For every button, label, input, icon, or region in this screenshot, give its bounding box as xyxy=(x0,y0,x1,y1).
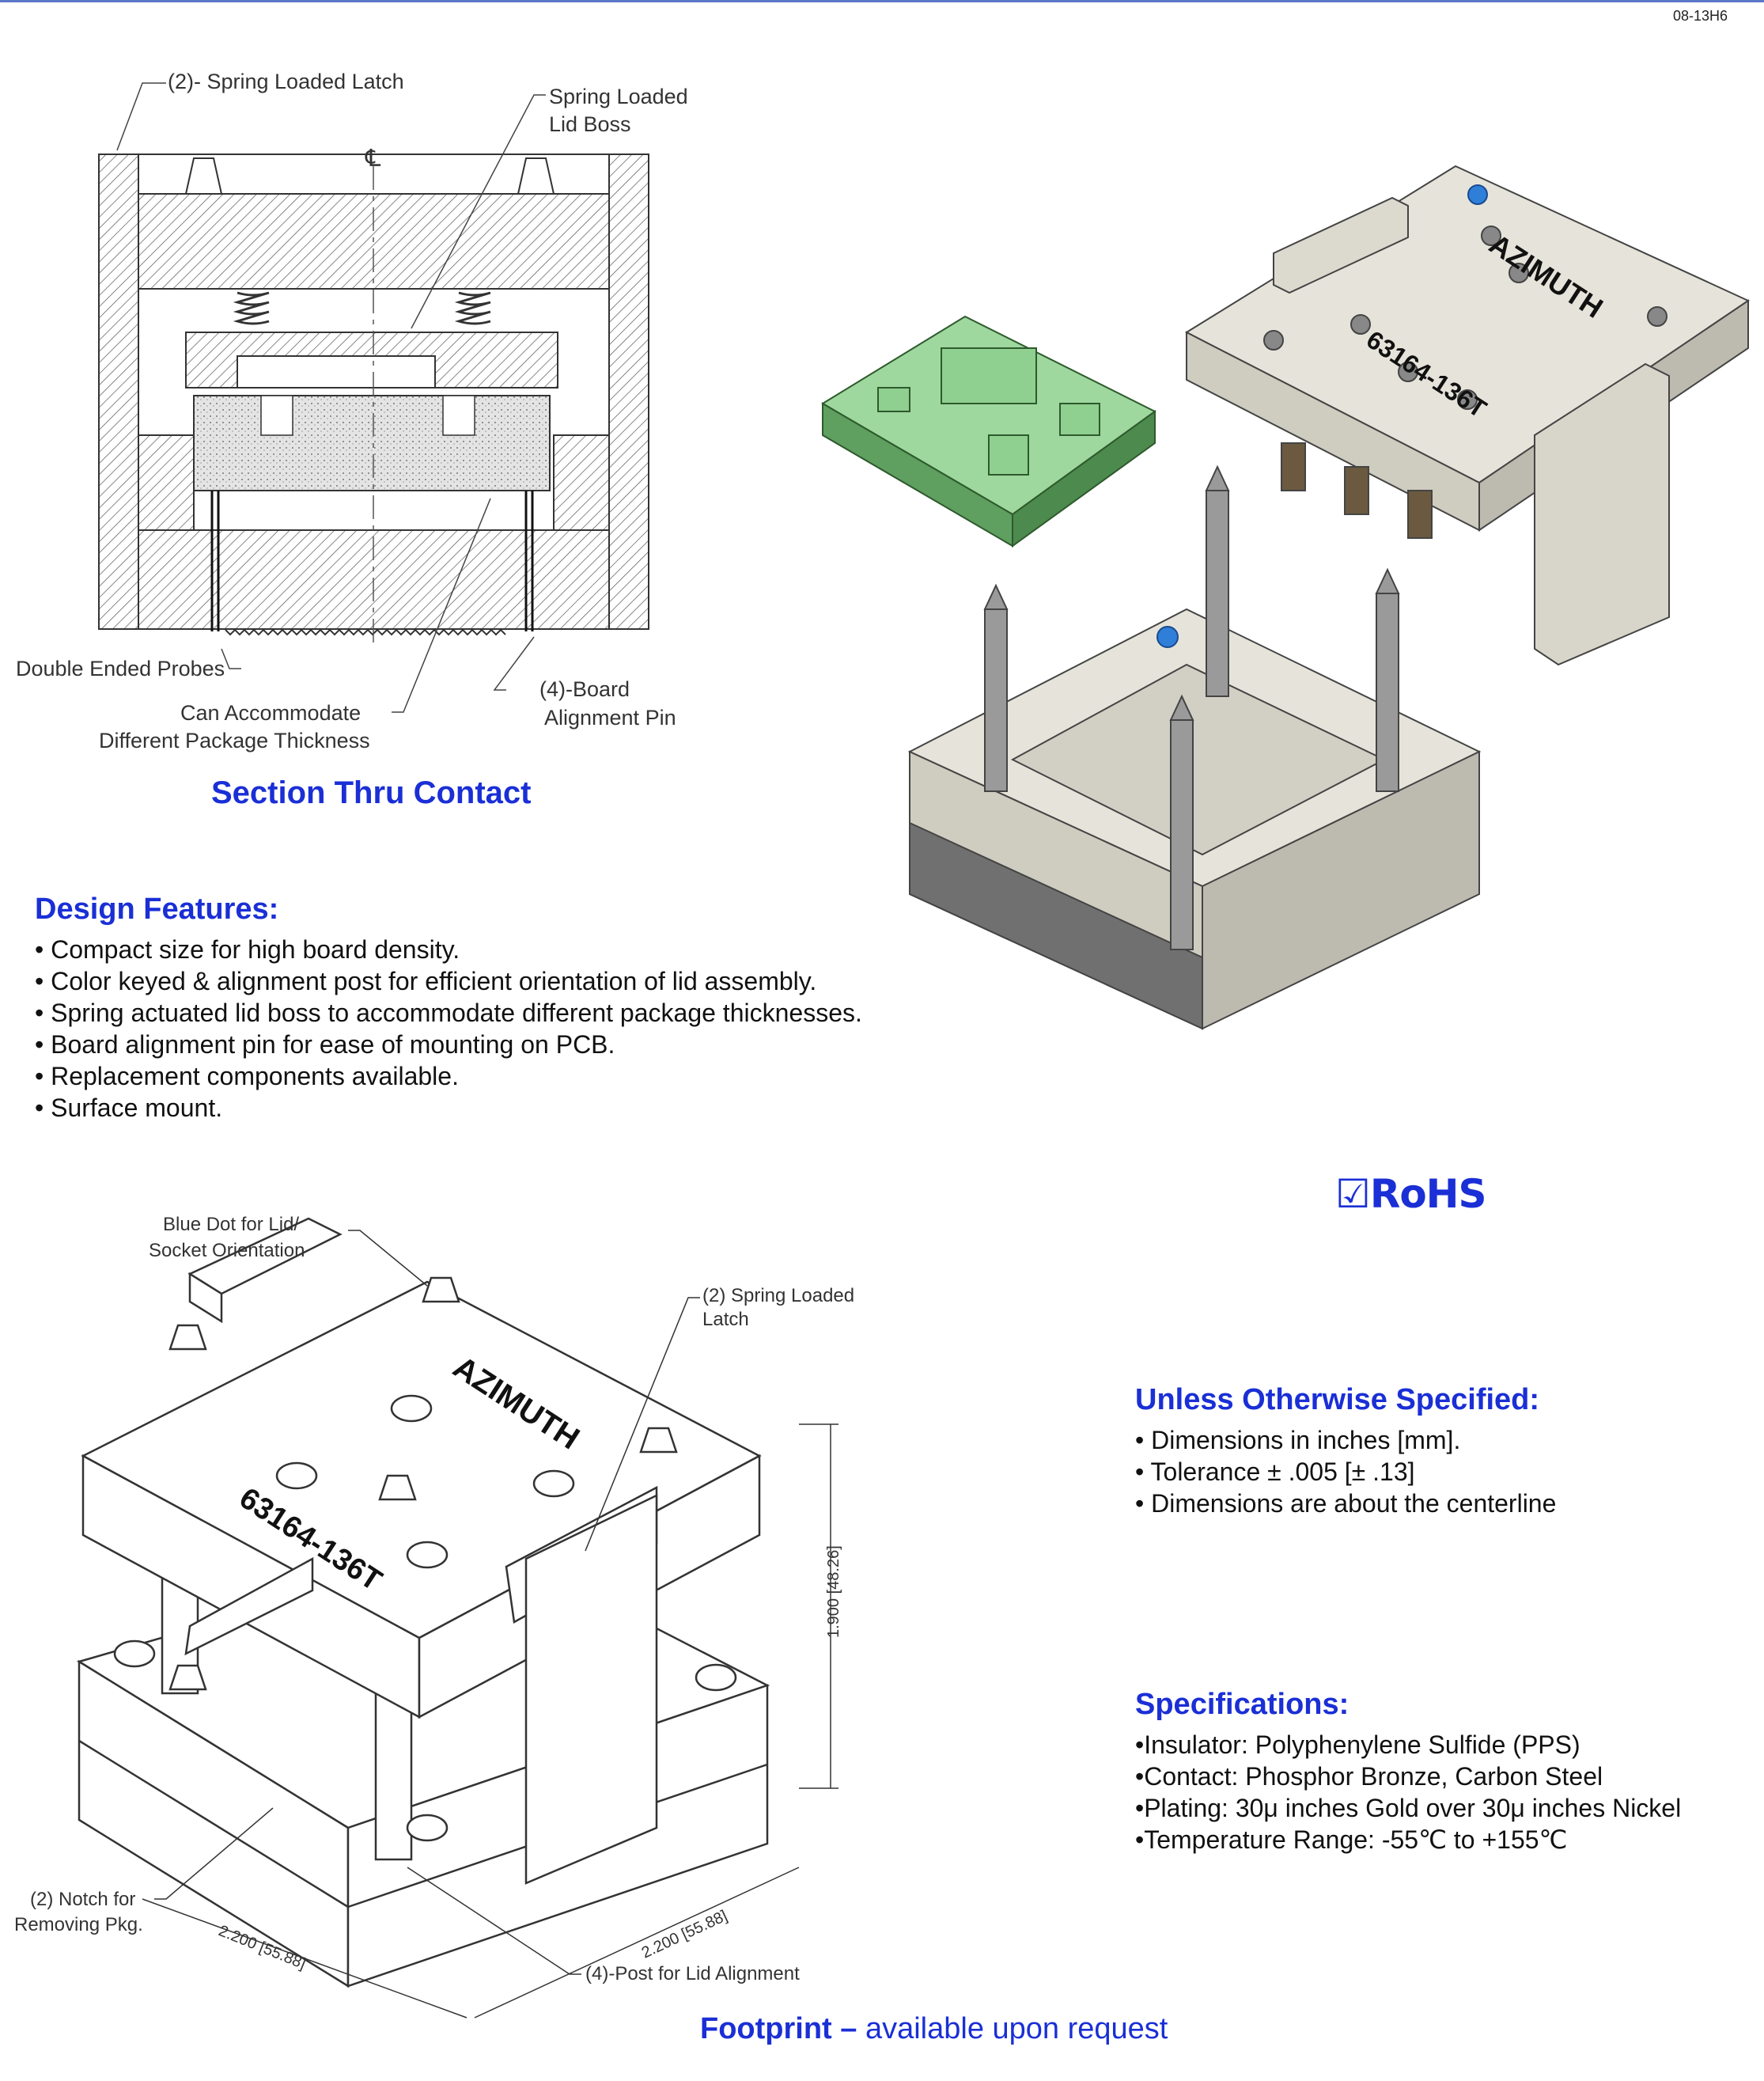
callout-accommodate-2: Different Package Thickness xyxy=(99,729,370,752)
spring-right xyxy=(454,291,491,325)
list-item: Dimensions in inches [mm]. xyxy=(1135,1424,1556,1456)
spring-left xyxy=(233,291,270,325)
list-item: Dimensions are about the centerline xyxy=(1135,1488,1556,1519)
callout-blue-dot-1: Blue Dot for Lid/ xyxy=(163,1214,299,1235)
list-item: Temperature Range: -55℃ to +155℃ xyxy=(1135,1824,1681,1855)
lid-assembly xyxy=(1184,165,1751,666)
callout-accommodate-1: Can Accommodate xyxy=(180,701,361,725)
list-item: Contact: Phosphor Bronze, Carbon Steel xyxy=(1135,1761,1681,1792)
callout-post: (4)-Post for Lid Alignment xyxy=(585,1963,800,1984)
footprint-note: available upon request xyxy=(865,2012,1168,2045)
callout-lid-boss-1: Spring Loaded xyxy=(549,85,688,108)
callout-blue-dot-2: Socket Orientation xyxy=(149,1240,305,1261)
top-rule xyxy=(0,0,1764,2)
design-features-list: Compact size for high board density. Col… xyxy=(35,934,862,1124)
dim-height: 1.900 [48.26] xyxy=(825,1545,842,1638)
design-features-heading: Design Features: xyxy=(35,893,279,926)
unless-specified-list: Dimensions in inches [mm]. Tolerance ± .… xyxy=(1135,1424,1557,1519)
footprint-line: Footprint – available upon request xyxy=(700,2012,1168,2046)
callout-notch-1: (2) Notch for xyxy=(30,1889,135,1910)
callout-board-pin-1: (4)-Board xyxy=(539,677,630,701)
section-title: Section Thru Contact xyxy=(211,775,532,810)
list-item: Compact size for high board density. xyxy=(35,934,862,965)
callout-latch-1: (2) Spring Loaded xyxy=(702,1285,854,1306)
section-drawing: ℄ (2)- Spring Loaded Latch Spring Loaded… xyxy=(16,70,688,752)
list-item: Spring actuated lid boss to accommodate … xyxy=(35,997,862,1029)
exploded-view-illustration: AZIMUTH 63164-136T xyxy=(821,165,1751,1030)
callout-latch-2: Latch xyxy=(702,1309,749,1330)
socket-base xyxy=(907,464,1482,1030)
document-number: 08-13H6 xyxy=(1672,8,1728,24)
assembly-drawing: AZIMUTH 63164-136T 1.900 [48.26] 2.200 [… xyxy=(14,1214,854,2018)
list-item: Color keyed & alignment post for efficie… xyxy=(35,965,862,997)
specifications-heading: Specifications: xyxy=(1135,1688,1349,1721)
list-item: Replacement components available. xyxy=(35,1060,862,1092)
list-item: Surface mount. xyxy=(35,1092,862,1124)
centerline-symbol: ℄ xyxy=(365,146,381,172)
callout-probes: Double Ended Probes xyxy=(16,657,225,680)
list-item: Tolerance ± .005 [± .13] xyxy=(1135,1456,1556,1488)
callout-board-pin-2: Alignment Pin xyxy=(544,706,676,730)
unless-specified-heading: Unless Otherwise Specified: xyxy=(1135,1383,1540,1416)
list-item: Insulator: Polyphenylene Sulfide (PPS) xyxy=(1135,1729,1681,1761)
callout-lid-boss-2: Lid Boss xyxy=(549,112,631,136)
callout-spring-latch: (2)- Spring Loaded Latch xyxy=(168,70,404,93)
package xyxy=(821,315,1156,548)
rohs-badge: ☑RoHS xyxy=(1335,1171,1487,1217)
callout-notch-2: Removing Pkg. xyxy=(14,1914,143,1935)
specifications-list: Insulator: Polyphenylene Sulfide (PPS) C… xyxy=(1135,1729,1681,1855)
footprint-label: Footprint – xyxy=(700,2012,857,2045)
list-item: Plating: 30μ inches Gold over 30μ inches… xyxy=(1135,1792,1681,1824)
list-item: Board alignment pin for ease of mounting… xyxy=(35,1029,862,1060)
